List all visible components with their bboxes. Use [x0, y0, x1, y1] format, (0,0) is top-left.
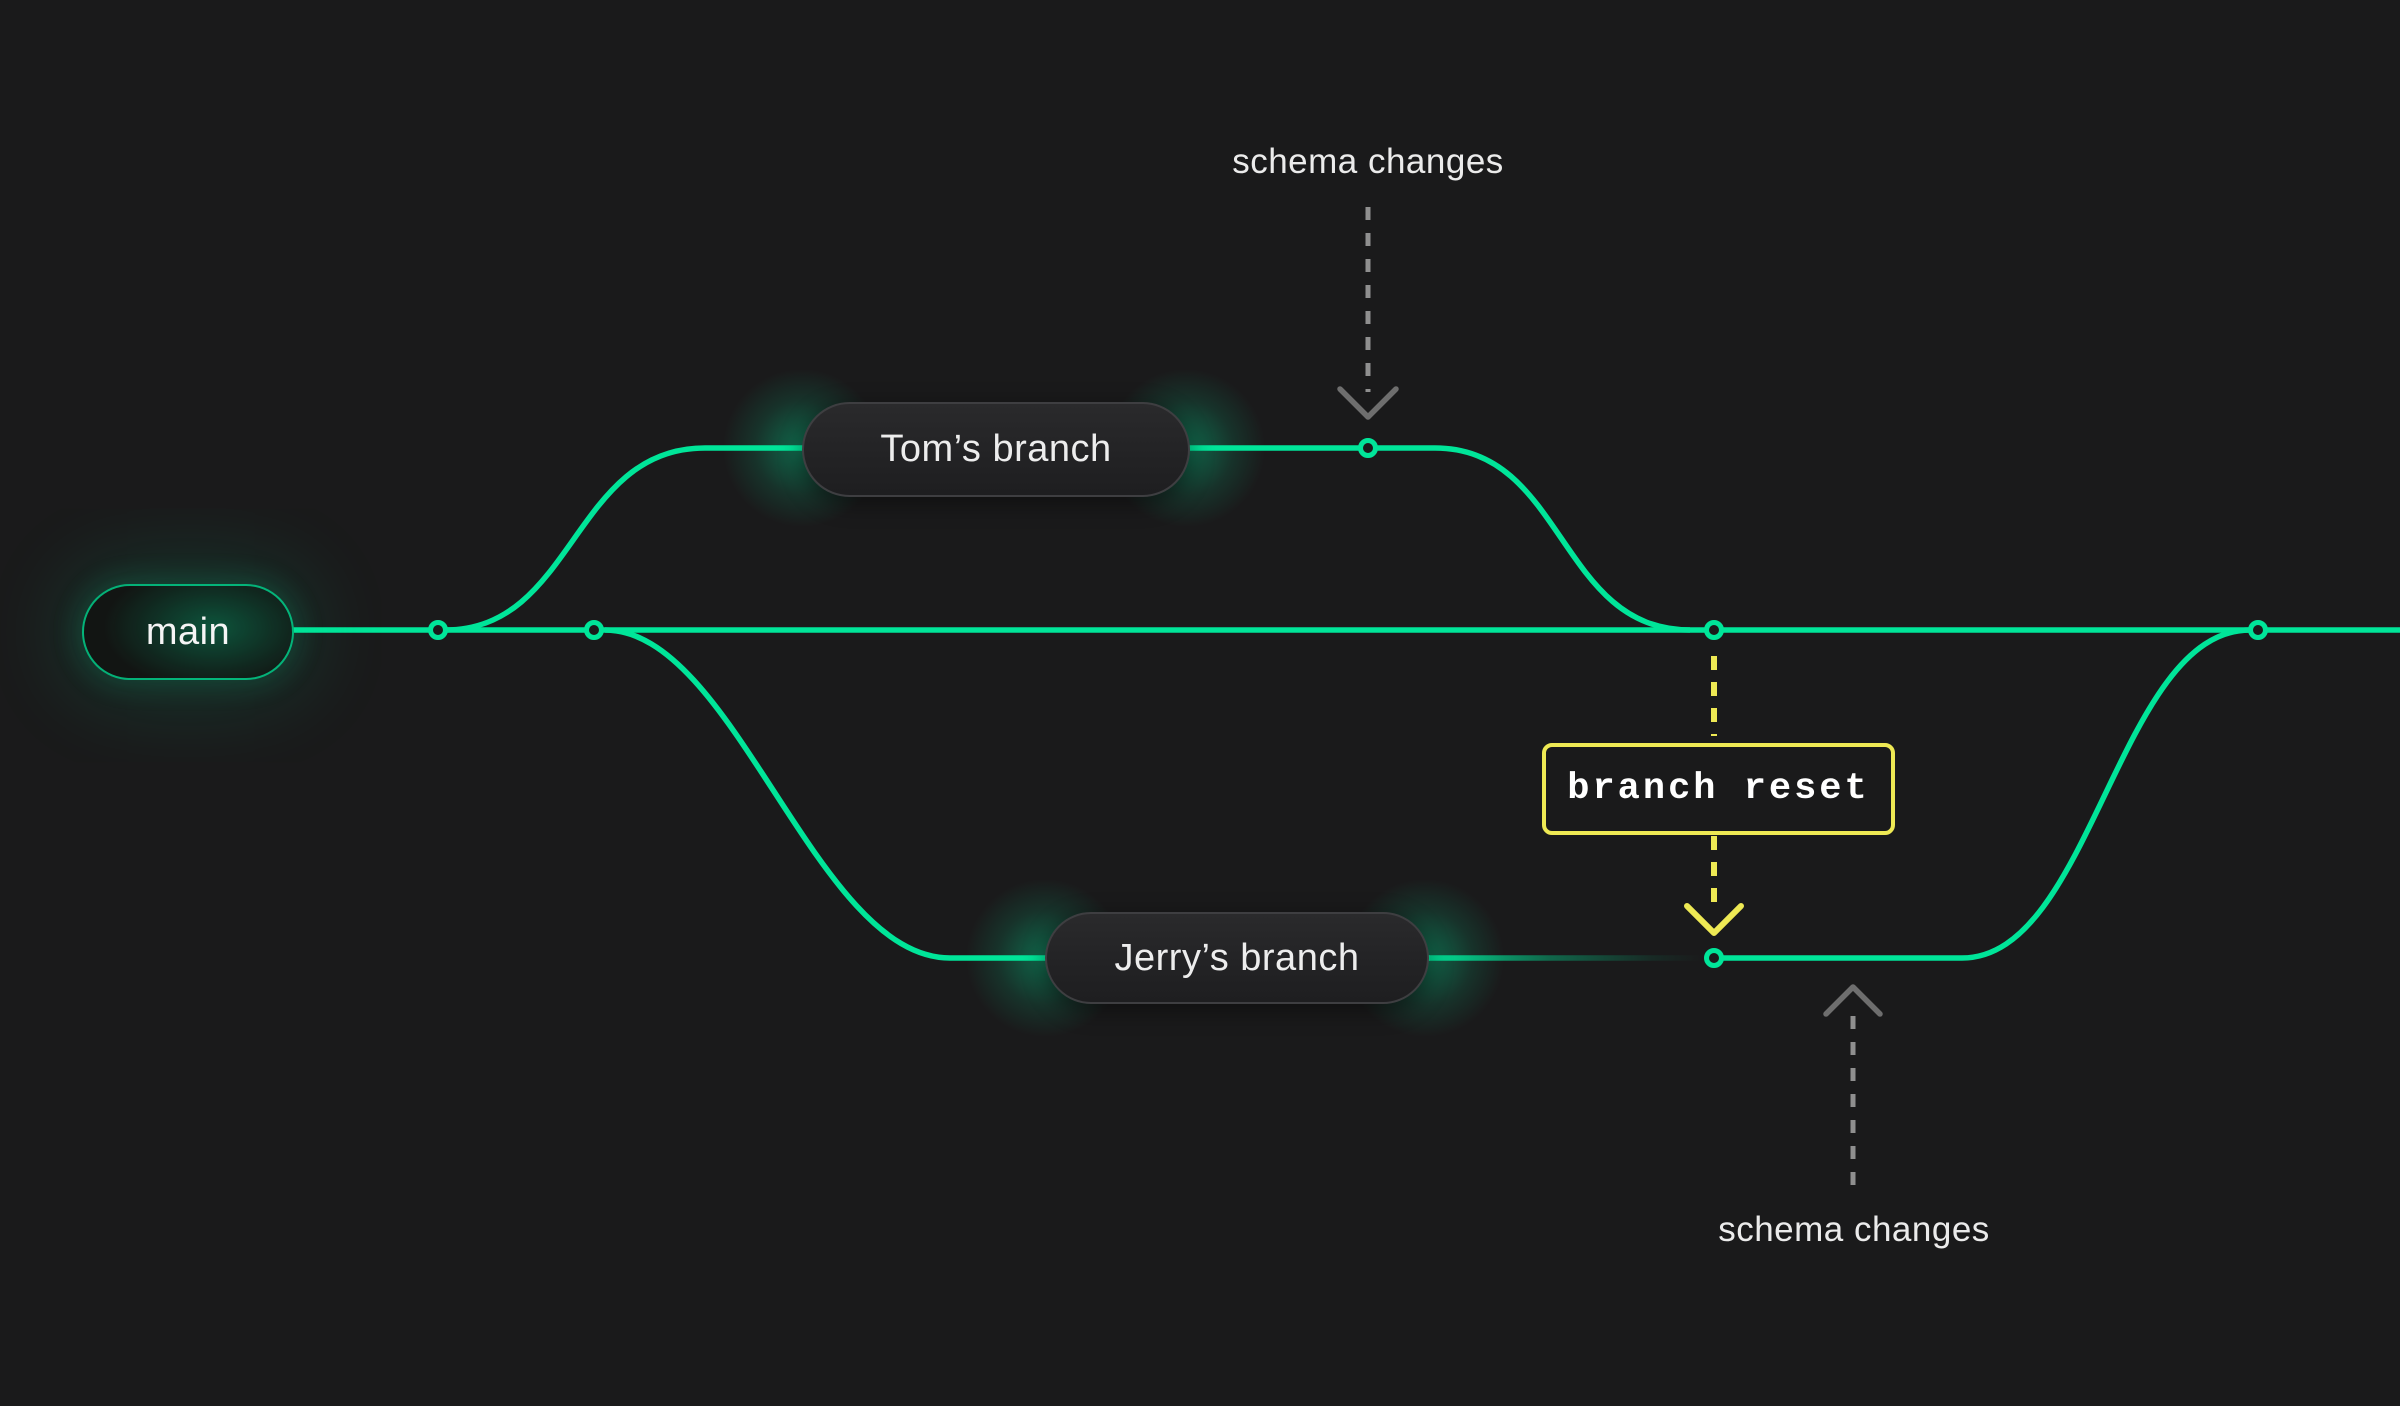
commit-node-main-final: [2248, 620, 2268, 640]
commit-node-jerrys-branch: [1704, 948, 1724, 968]
commit-node-main-2: [584, 620, 604, 640]
jerrys-branch-label: Jerry’s branch: [1114, 936, 1360, 979]
jerrys-branch-pill: Jerry’s branch: [1045, 912, 1429, 1004]
branch-reset-box: branch reset: [1542, 743, 1895, 835]
toms-branch-pill: Tom’s branch: [802, 402, 1190, 497]
jerrys-branch-line: [604, 627, 1430, 961]
reset-arrowhead: [1684, 903, 1744, 936]
branch-reset-label: branch reset: [1567, 768, 1870, 810]
yellow-arrow-down-icon: [1684, 656, 1744, 936]
commit-node-main-1: [428, 620, 448, 640]
schema-changes-bottom-label: schema changes: [1718, 1210, 1990, 1249]
commit-node-toms-branch: [1358, 438, 1378, 458]
arrow-down-icon: [1337, 207, 1399, 420]
arrow-up-icon: [1823, 984, 1883, 1198]
main-branch-pill: main: [82, 584, 294, 680]
schema-changes-top-label: schema changes: [1232, 142, 1504, 181]
top-arrowhead: [1337, 386, 1399, 420]
jerrys-branch-merge-line: [1714, 627, 2251, 961]
toms-branch-label: Tom’s branch: [880, 428, 1112, 470]
commit-node-main-merge: [1704, 620, 1724, 640]
main-branch-label: main: [145, 610, 231, 653]
bottom-arrowhead: [1823, 984, 1883, 1017]
